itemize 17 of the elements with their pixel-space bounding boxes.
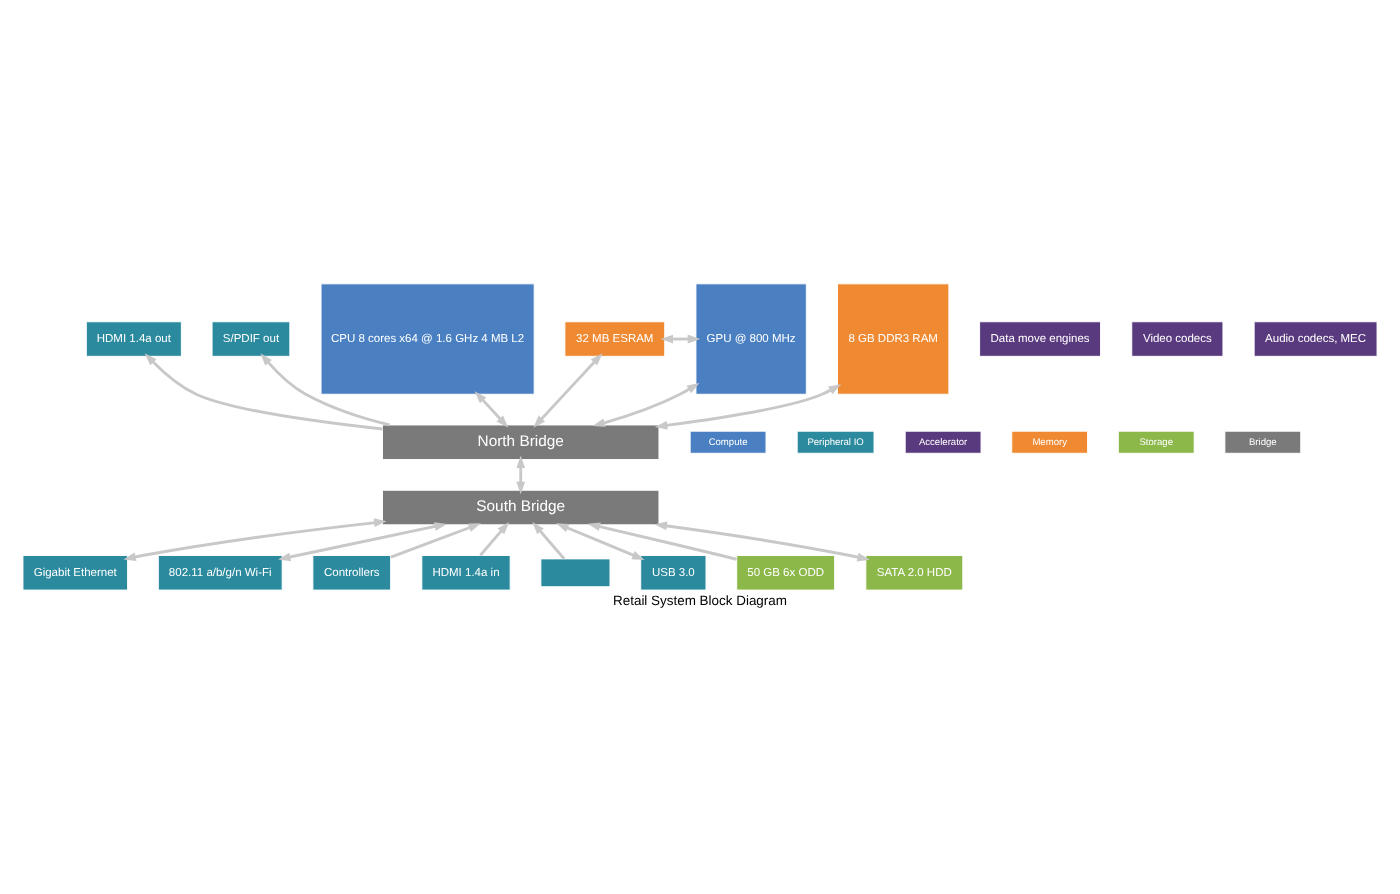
arrow	[654, 520, 870, 561]
arrow	[474, 390, 509, 427]
arrow	[592, 381, 700, 426]
arrow	[532, 520, 566, 559]
arrow	[144, 352, 383, 430]
arrow	[390, 522, 482, 558]
arrow	[278, 521, 448, 561]
arrow	[123, 517, 387, 561]
node-box: South Bridge	[382, 488, 660, 525]
arrow	[556, 522, 645, 559]
node-box: North Bridge	[382, 423, 660, 459]
arrow	[533, 352, 603, 427]
arrow	[587, 521, 737, 560]
arrow	[260, 352, 391, 426]
arrow	[479, 520, 510, 556]
arrow	[654, 383, 842, 429]
node-box	[540, 557, 611, 587]
